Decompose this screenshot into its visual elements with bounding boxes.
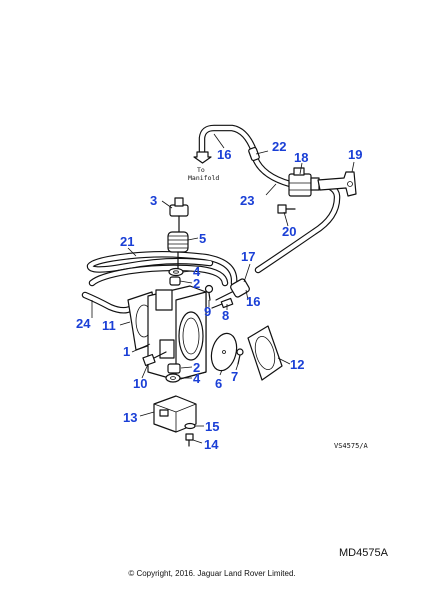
callout-22: 22 [272,139,286,154]
callout-19: 19 [348,147,362,162]
callout-13: 13 [123,410,137,425]
callout-12: 12 [290,357,304,372]
actuator-13 [153,395,197,433]
callout-8: 8 [222,308,229,323]
valve-5 [167,231,189,269]
sensor-3 [169,197,189,233]
callout-21: 21 [120,234,134,249]
callout-10: 10 [133,376,147,391]
bolt-10 [142,351,167,367]
callout-15: 15 [205,419,219,434]
sensor-17 [215,278,250,301]
bolt-8 [211,297,234,309]
callout-16-lower: 16 [246,294,260,309]
note-line-2: Manifold [188,174,219,182]
callout-11: 11 [102,318,116,333]
callout-2-lower: 2 [193,360,200,375]
callout-14: 14 [204,437,219,452]
callout-2-upper: 2 [193,276,200,291]
callout-4-upper: 4 [193,264,201,279]
bracket-19 [317,171,357,197]
hose-23 [251,154,294,188]
leader-lines [91,133,355,444]
callout-23: 23 [240,193,254,208]
drawing-reference: VS4575/A [334,442,369,450]
callout-3: 3 [150,193,157,208]
bolt-9 [204,284,214,301]
diagram-code: MD4575A [339,547,388,559]
screw-20 [277,204,296,214]
copyright-notice: © Copyright, 2016. Jaguar Land Rover Lim… [128,569,296,578]
callout-9: 9 [204,304,211,319]
callout-18: 18 [294,150,308,165]
callout-4-lower: 4 [193,371,201,386]
washer-4-upper [168,267,184,277]
hose-16-lower [254,180,341,274]
callout-16-upper: 16 [217,147,231,162]
callout-6: 6 [215,376,222,391]
hose-16-upper [198,124,258,160]
screw-7 [236,348,244,365]
connector-22 [248,146,260,162]
note-line-1: To [197,166,205,174]
gasket-12 [247,325,283,381]
washer-4-lower [165,373,181,383]
callout-5: 5 [199,231,206,246]
hose-24 [81,291,136,314]
callout-20: 20 [282,224,296,239]
to-manifold-arrow [193,151,212,164]
solenoid-valve-18 [288,167,320,197]
washer-15 [184,422,196,430]
callout-1: 1 [123,344,130,359]
bolt-14 [185,433,194,447]
callouts: 1 2 2 3 4 4 5 6 7 8 9 10 11 12 13 14 15 … [76,139,362,452]
callout-17: 17 [241,249,255,264]
spacer-2-lower [167,363,181,374]
disc-6 [210,332,238,372]
callout-24: 24 [76,316,91,331]
callout-7: 7 [231,369,238,384]
spacer-2-upper [169,276,181,286]
hose-21 [86,250,238,287]
